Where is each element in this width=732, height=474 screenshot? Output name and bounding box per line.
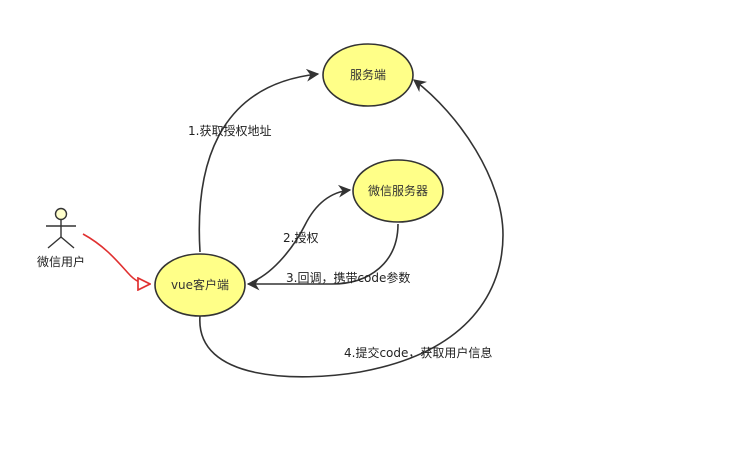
node-wechat-server: 微信服务器 [352, 159, 444, 223]
node-vue-client-shape [154, 253, 246, 317]
edge-authorize [251, 184, 352, 283]
edge-label-get-auth-url: 1.获取授权地址 [188, 123, 271, 138]
edge-submit-code [199, 79, 504, 378]
edge-get-auth-url [198, 68, 320, 253]
actor-wechat-user: 微信用户 [37, 207, 85, 269]
stick-figure-icon [46, 207, 76, 249]
edge-label-authorize: 2.授权 [283, 230, 318, 245]
edge-actor-to-client [82, 233, 150, 284]
node-vue-client: vue客户端 [154, 253, 246, 317]
edge-callback-code [246, 223, 399, 291]
edge-label-submit-code: 4.提交code，获取用户信息 [344, 345, 492, 360]
node-vue-client-label: vue客户端 [171, 277, 229, 292]
node-server-label: 服务端 [350, 67, 386, 82]
node-wechat-server-shape [352, 159, 444, 223]
actor-label: 微信用户 [37, 254, 85, 269]
node-wechat-server-label: 微信服务器 [368, 183, 428, 198]
node-server: 服务端 [322, 43, 414, 107]
node-server-shape [322, 43, 414, 107]
edge-label-callback-code: 3.回调，携带code参数 [286, 270, 410, 285]
